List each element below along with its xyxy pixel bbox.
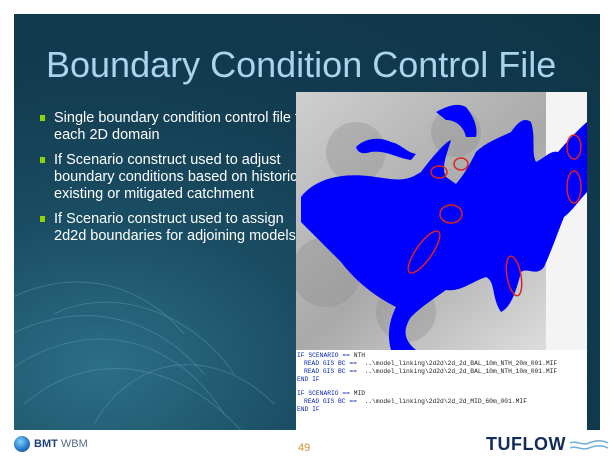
bullet-list: Single boundary condition control file f…	[40, 110, 312, 253]
brand-name: TUFLOW	[486, 434, 566, 454]
code-keyword: READ GIS BC	[304, 360, 346, 367]
code-value: ..\model_linking\2d2d\2d_2d_MID_60m_001.…	[364, 398, 527, 405]
code-operator: ==	[349, 398, 357, 405]
code-value: ..\model_linking\2d2d\2d_2d_BAL_10m_NTH_…	[364, 368, 558, 375]
bullet-item: If Scenario construct used to adjust bou…	[40, 152, 312, 203]
bmt-wbm-logo: BMT WBM	[14, 436, 88, 452]
code-operator: ==	[349, 368, 357, 375]
code-line: END IF	[297, 406, 320, 413]
code-value: MID	[353, 390, 366, 397]
company-name-rest: WBM	[57, 438, 88, 450]
code-keyword: READ GIS BC	[304, 398, 346, 405]
waves-icon	[569, 439, 608, 450]
slide-title: Boundary Condition Control File	[46, 44, 557, 85]
code-operator: ==	[342, 352, 350, 359]
code-keyword: READ GIS BC	[304, 368, 346, 375]
code-value: ..\model_linking\2d2d\2d_2d_BAL_10m_NTH_…	[364, 360, 558, 367]
code-line: IF SCENARIO == MID	[296, 390, 587, 398]
code-operator: ==	[342, 390, 350, 397]
company-name-bold: BMT	[34, 438, 58, 450]
globe-icon	[14, 436, 30, 452]
bullet-marker-icon	[40, 216, 45, 222]
code-line: IF SCENARIO == NTH	[296, 352, 587, 360]
bc-control-code: IF SCENARIO == NTH READ GIS BC == ..\mod…	[296, 350, 587, 432]
bullet-text: Single boundary condition control file f…	[54, 110, 312, 143]
tuflow-logo: TUFLOW	[486, 434, 608, 455]
flood-area	[301, 120, 587, 350]
bullet-item: Single boundary condition control file f…	[40, 110, 312, 144]
swirl-decoration	[14, 281, 275, 430]
code-operator: ==	[349, 360, 357, 367]
code-keyword: IF SCENARIO	[297, 352, 339, 359]
code-value: NTH	[353, 352, 366, 359]
page-number: 49	[298, 442, 311, 454]
bullet-text: If Scenario construct used to adjust bou…	[54, 152, 302, 202]
flood-extent-map	[296, 92, 587, 350]
code-line: READ GIS BC == ..\model_linking\2d2d\2d_…	[296, 398, 587, 406]
code-keyword: IF SCENARIO	[297, 390, 339, 397]
bullet-marker-icon	[40, 157, 45, 163]
code-line: END IF	[297, 376, 320, 383]
bullet-marker-icon	[40, 115, 45, 121]
code-line: READ GIS BC == ..\model_linking\2d2d\2d_…	[296, 360, 587, 368]
code-line: READ GIS BC == ..\model_linking\2d2d\2d_…	[296, 368, 587, 376]
bullet-text: If Scenario construct used to assign 2d2…	[54, 211, 296, 244]
map-drawing	[296, 92, 587, 350]
company-name: BMT WBM	[34, 438, 88, 450]
bullet-item: If Scenario construct used to assign 2d2…	[40, 211, 312, 245]
